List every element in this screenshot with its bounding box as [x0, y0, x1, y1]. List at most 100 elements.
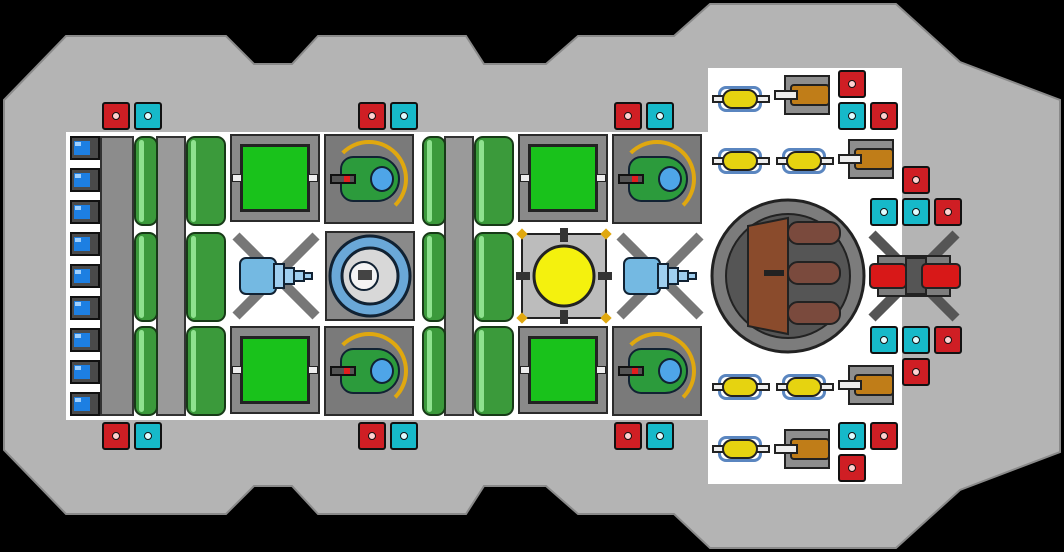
sensor-icon	[656, 112, 664, 120]
missile-launcher-icon	[722, 151, 758, 171]
sensor-icon	[848, 432, 856, 440]
sensor-control-cyan[interactable]	[390, 422, 418, 450]
battery-icon[interactable]	[70, 296, 100, 320]
door-control-red[interactable]	[614, 422, 642, 450]
battery-icon[interactable]	[70, 360, 100, 384]
door-control-red[interactable]	[934, 326, 962, 354]
reactor-icon	[532, 244, 596, 308]
battery-icon[interactable]	[70, 168, 100, 192]
turret-barrel	[774, 444, 798, 454]
battery-icon[interactable]	[70, 392, 100, 416]
battery-icon[interactable]	[70, 136, 100, 160]
battery-icon[interactable]	[70, 232, 100, 256]
door-tab	[520, 366, 530, 374]
sensor-icon	[400, 112, 408, 120]
missile-launcher[interactable]	[712, 148, 770, 174]
door-control-red[interactable]	[934, 198, 962, 226]
sensor-control-cyan[interactable]	[134, 102, 162, 130]
door-control-red[interactable]	[838, 70, 866, 98]
coolant-pipe	[422, 136, 446, 226]
sensor-icon	[656, 432, 664, 440]
door-control-icon	[624, 112, 632, 120]
door-control-red[interactable]	[902, 166, 930, 194]
sensor-control-cyan[interactable]	[838, 422, 866, 450]
coolant-pipe	[134, 136, 158, 226]
sensor-control-cyan[interactable]	[134, 422, 162, 450]
sensor-control-cyan[interactable]	[870, 198, 898, 226]
sensor-control-cyan[interactable]	[390, 102, 418, 130]
door-tab	[596, 366, 606, 374]
battery-icon[interactable]	[70, 200, 100, 224]
control-screen	[528, 144, 598, 212]
shield-emitter-icon	[616, 232, 704, 320]
flak-turret[interactable]	[838, 136, 900, 182]
reactor-core[interactable]	[514, 226, 614, 326]
sensor-control-cyan[interactable]	[870, 326, 898, 354]
coolant-pipe	[134, 232, 158, 322]
hangar-ring	[330, 140, 408, 218]
fighter-bay[interactable]	[612, 326, 702, 416]
coolant-pipe	[422, 232, 446, 322]
door-control-icon	[944, 336, 952, 344]
door-tab	[596, 174, 606, 182]
control-room[interactable]	[518, 134, 608, 222]
control-room[interactable]	[230, 134, 320, 222]
missile-launcher[interactable]	[712, 86, 770, 112]
control-screen	[528, 336, 598, 404]
battery-icon[interactable]	[70, 264, 100, 288]
door-control-red[interactable]	[902, 358, 930, 386]
shield-emitter[interactable]	[230, 230, 322, 322]
sensor-control-cyan[interactable]	[902, 198, 930, 226]
door-control-red[interactable]	[102, 102, 130, 130]
heavy-cannon[interactable]	[866, 228, 962, 324]
torpedo-silo[interactable]	[708, 196, 868, 356]
turret-barrel	[774, 90, 798, 100]
door-control-red[interactable]	[358, 102, 386, 130]
door-control-red[interactable]	[870, 422, 898, 450]
sensor-control-cyan[interactable]	[902, 326, 930, 354]
door-control-red[interactable]	[838, 454, 866, 482]
missile-launcher-icon	[786, 151, 822, 171]
cockpit	[658, 166, 682, 192]
door-control-icon	[944, 208, 952, 216]
door-control-red[interactable]	[870, 102, 898, 130]
coolant-pipe	[474, 136, 514, 226]
control-room[interactable]	[518, 326, 608, 414]
sensor-icon	[912, 208, 920, 216]
coolant-pipe	[474, 232, 514, 322]
fighter-bay[interactable]	[324, 326, 414, 416]
flak-turret[interactable]	[774, 72, 836, 118]
missile-launcher[interactable]	[776, 148, 834, 174]
flak-turret[interactable]	[838, 362, 900, 408]
door-control-red[interactable]	[614, 102, 642, 130]
cockpit	[658, 358, 682, 384]
turret-barrel	[838, 154, 862, 164]
door-control-red[interactable]	[358, 422, 386, 450]
sensor-control-cyan[interactable]	[646, 102, 674, 130]
missile-launcher[interactable]	[776, 374, 834, 400]
coolant-pipe	[134, 326, 158, 416]
sensor-icon	[880, 336, 888, 344]
sensor-icon	[144, 432, 152, 440]
sensor-dome[interactable]	[324, 230, 416, 322]
flak-turret[interactable]	[774, 426, 836, 472]
fighter-bay[interactable]	[612, 134, 702, 224]
missile-launcher[interactable]	[712, 436, 770, 462]
missile-launcher-icon	[722, 89, 758, 109]
shield-emitter[interactable]	[614, 230, 706, 322]
fighter-gun	[618, 174, 644, 184]
coolant-pipe	[186, 136, 226, 226]
sensor-control-cyan[interactable]	[838, 102, 866, 130]
hangar-ring	[618, 332, 696, 410]
control-screen	[240, 144, 310, 212]
sensor-icon	[848, 112, 856, 120]
battery-icon[interactable]	[70, 328, 100, 352]
fighter-bay[interactable]	[324, 134, 414, 224]
door-tab	[308, 366, 318, 374]
door-tab	[232, 174, 242, 182]
missile-launcher[interactable]	[712, 374, 770, 400]
sensor-control-cyan[interactable]	[646, 422, 674, 450]
door-control-red[interactable]	[102, 422, 130, 450]
door-control-icon	[912, 368, 920, 376]
control-room[interactable]	[230, 326, 320, 414]
